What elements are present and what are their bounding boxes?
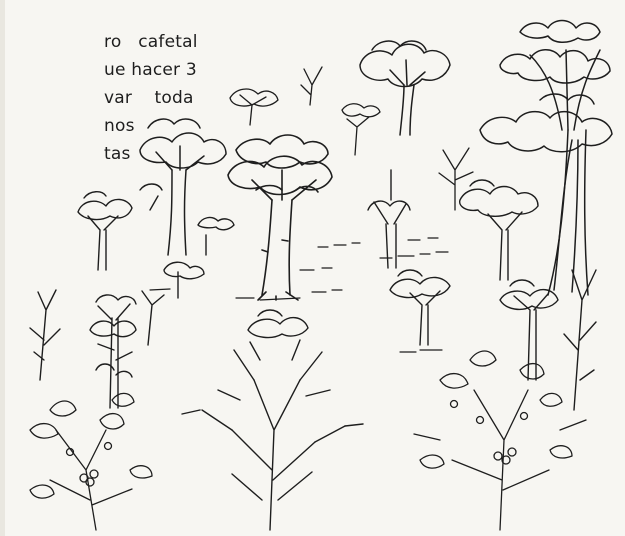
tree-drawing-right-mid: [367, 169, 539, 346]
tree-drawing-left: [139, 118, 227, 256]
ground-lines: [149, 237, 449, 353]
shrub-drawing-upper: [229, 66, 474, 211]
tree-drawing-top-center: [359, 40, 451, 136]
tree-drawing-center: [227, 134, 333, 301]
text-line-3: var toda: [104, 88, 194, 108]
coffee-plant-drawing-right: [413, 350, 587, 531]
tree-drawing-lower-right: [499, 269, 597, 411]
left-page-edge: [0, 0, 5, 536]
shrub-drawing-bottom-center: [181, 309, 364, 531]
text-line-5: tas: [104, 144, 131, 164]
text-line-4: nos: [104, 116, 135, 136]
tree-drawing-large-right: [479, 19, 613, 296]
coffee-plant-drawing-left: [29, 392, 153, 531]
text-line-2: ue hacer 3: [104, 60, 197, 80]
tree-drawing-lower-left: [29, 261, 205, 409]
text-line-1: ro cafetal: [104, 32, 198, 52]
tree-drawing-left-mid: [77, 183, 235, 271]
